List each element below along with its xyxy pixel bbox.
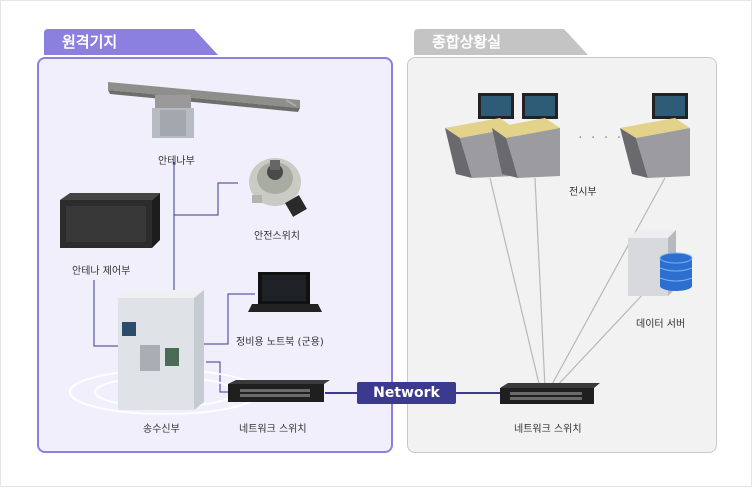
remote-site-tab: 원격기지 <box>44 29 224 55</box>
laptop-label: 정비용 노트북 (군용) <box>236 337 324 348</box>
left-connectors <box>93 162 500 394</box>
safety-switch-illustration <box>249 158 307 217</box>
remote-site-title: 원격기지 <box>62 33 118 51</box>
right-switch-label: 네트워크 스위치 <box>514 424 582 435</box>
data-server-illustration <box>628 230 693 296</box>
transceiver-illustration <box>69 290 261 415</box>
display-label: 전시부 <box>569 187 597 198</box>
data-server-label: 데이터 서버 <box>636 319 686 330</box>
antenna-illustration <box>108 82 300 138</box>
antenna-label: 안테나부 <box>158 156 195 167</box>
antenna-control-illustration <box>60 193 160 248</box>
console-ellipsis: · · · · <box>578 130 624 146</box>
remote-site-panel <box>37 57 393 453</box>
left-switch-illustration <box>228 380 330 402</box>
right-switch-illustration <box>500 383 600 404</box>
control-room-tab-shape <box>414 29 588 55</box>
control-room-title: 종합상황실 <box>432 33 502 51</box>
control-room-tab: 종합상황실 <box>414 29 594 55</box>
left-switch-label: 네트워크 스위치 <box>239 424 307 435</box>
console-illustration-3 <box>620 93 690 178</box>
console-illustration-2 <box>492 93 560 178</box>
safety-switch-label: 안전스위치 <box>254 231 300 242</box>
network-bar: Network <box>357 382 456 404</box>
laptop-illustration <box>248 272 322 312</box>
transceiver-label: 송수신부 <box>143 424 180 435</box>
right-connectors <box>489 177 666 389</box>
remote-site-tab-shape <box>44 29 218 55</box>
antenna-control-label: 안테나 제어부 <box>72 266 131 277</box>
